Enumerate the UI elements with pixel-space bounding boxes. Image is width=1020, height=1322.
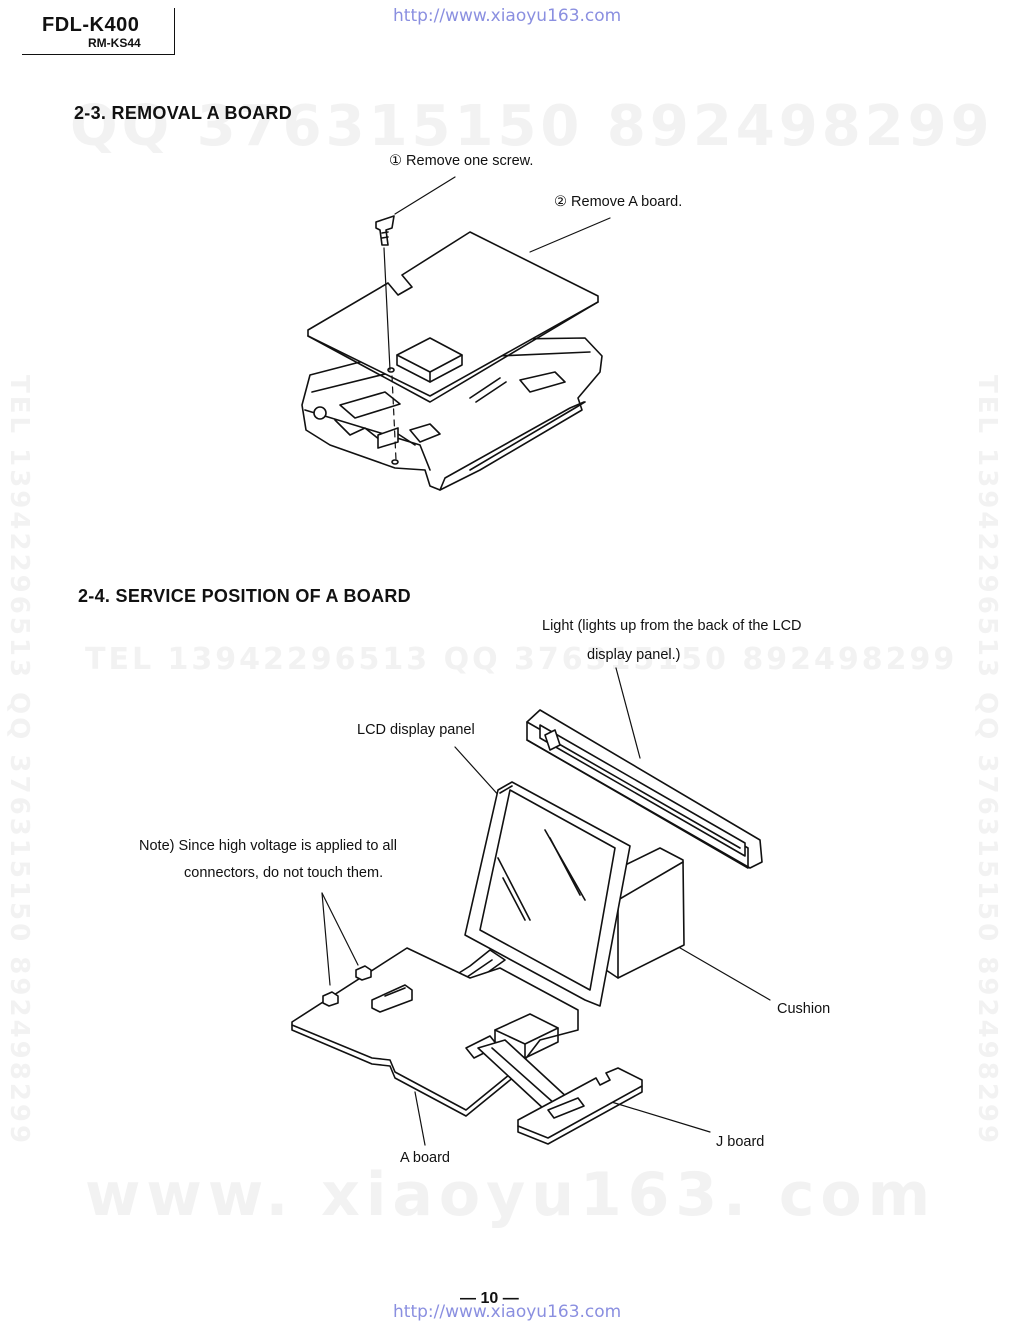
callout-j-board: J board (716, 1134, 765, 1150)
source-url-bottom: http://www.xiaoyu163.com (393, 1302, 622, 1322)
section-heading-removal: 2-3. REMOVAL A BOARD (74, 103, 293, 123)
note-high-voltage-line2: connectors, do not touch them. (184, 865, 384, 881)
remote-model-number: RM-KS44 (88, 36, 141, 50)
leader-j-board (604, 1099, 711, 1133)
callout-a-board: A board (400, 1150, 450, 1166)
leader-a-board (414, 1091, 426, 1146)
model-number: FDL-K400 (42, 14, 140, 36)
source-url-top: http://www.xiaoyu163.com (393, 6, 622, 26)
callout-remove-a-board: ② Remove A board. (554, 194, 683, 210)
ribbon-connector (371, 984, 413, 1013)
leader-a-board (529, 217, 611, 253)
leader-screw (394, 176, 456, 215)
note-high-voltage-line1: Note) Since high voltage is applied to a… (139, 838, 397, 854)
connector-1 (322, 991, 339, 1007)
callout-remove-screw: ① Remove one screw. (389, 153, 534, 169)
callout-light-line1: Light (lights up from the back of the LC… (542, 618, 802, 634)
removal-diagram (301, 176, 611, 491)
leader-connector-2 (321, 892, 359, 966)
callout-cushion: Cushion (777, 1001, 831, 1017)
leader-connector-1 (321, 892, 331, 986)
section-heading-service-position: 2-4. SERVICE POSITION OF A BOARD (78, 586, 411, 606)
callout-lcd-display-panel: LCD display panel (357, 722, 475, 738)
model-header-box (22, 8, 175, 55)
service-position-diagram (291, 667, 771, 1146)
callout-light-line2: display panel.) (587, 647, 681, 663)
screw (375, 215, 395, 246)
leader-light (615, 667, 641, 759)
a-board-removed (307, 231, 599, 397)
leader-cushion (674, 944, 771, 1001)
connector-2 (355, 965, 372, 981)
page-number: — 10 — (460, 1290, 519, 1307)
